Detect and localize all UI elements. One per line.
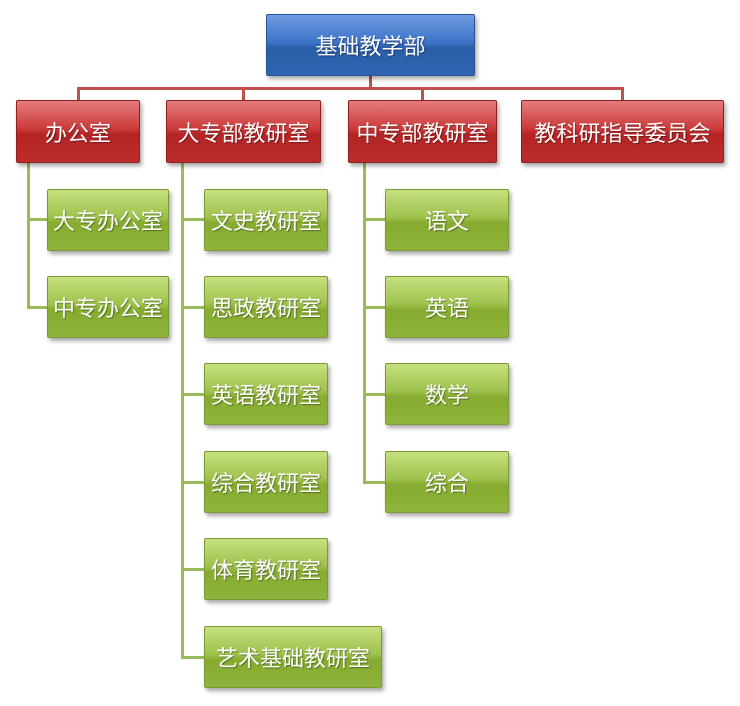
connector-horizontal: [77, 87, 624, 90]
connector-col2-h4: [181, 481, 205, 484]
unit-node[interactable]: 大专办公室: [47, 189, 169, 251]
unit-label: 英语教研室: [210, 384, 321, 409]
dept-research-committee[interactable]: 教科研指导委员会: [521, 100, 724, 163]
connector-dept-3: [421, 87, 424, 101]
connector-col3-h3: [363, 393, 386, 396]
unit-label: 综合教研室: [210, 472, 321, 497]
unit-node[interactable]: 体育教研室: [204, 538, 328, 600]
root-label: 基础教学部: [315, 35, 426, 60]
dept-secondary[interactable]: 中专部教研室: [348, 100, 497, 163]
unit-node[interactable]: 文史教研室: [204, 189, 328, 251]
unit-label: 综合: [424, 472, 469, 497]
unit-node[interactable]: 思政教研室: [204, 276, 328, 338]
dept-label: 办公室: [44, 121, 111, 147]
connector-dept-2: [242, 87, 245, 101]
connector-dept-1: [77, 87, 80, 101]
connector-col3-h2: [363, 306, 386, 309]
dept-label: 大专部教研室: [177, 121, 310, 147]
dept-label: 中专部教研室: [356, 121, 489, 147]
connector-col2-h2: [181, 306, 205, 309]
connector-col1-h2: [27, 306, 48, 309]
unit-label: 英语: [424, 297, 469, 322]
unit-node[interactable]: 语文: [385, 189, 509, 251]
connector-dept-4: [621, 87, 624, 101]
root-node[interactable]: 基础教学部: [266, 14, 475, 76]
connector-root-down: [369, 75, 372, 89]
unit-node[interactable]: 英语教研室: [204, 363, 328, 425]
connector-col2: [181, 162, 184, 659]
dept-college[interactable]: 大专部教研室: [166, 100, 321, 163]
connector-col2-h1: [181, 218, 205, 221]
connector-col1: [27, 162, 30, 308]
unit-node[interactable]: 综合教研室: [204, 451, 328, 513]
connector-col3-h4: [363, 481, 386, 484]
unit-label: 艺术基础教研室: [215, 647, 370, 672]
unit-node[interactable]: 数学: [385, 363, 509, 425]
connector-col2-h5: [181, 568, 205, 571]
unit-label: 文史教研室: [210, 210, 321, 235]
dept-office[interactable]: 办公室: [16, 100, 140, 163]
unit-node[interactable]: 艺术基础教研室: [204, 626, 382, 688]
unit-node[interactable]: 英语: [385, 276, 509, 338]
connector-col2-h3: [181, 393, 205, 396]
connector-col1-h1: [27, 218, 48, 221]
connector-col3: [363, 162, 366, 484]
unit-node[interactable]: 中专办公室: [47, 276, 169, 338]
connector-col2-h6: [181, 656, 205, 659]
unit-label: 语文: [424, 210, 469, 235]
unit-label: 中专办公室: [52, 297, 163, 322]
unit-label: 体育教研室: [210, 559, 321, 584]
unit-node[interactable]: 综合: [385, 451, 509, 513]
connector-col3-h1: [363, 218, 386, 221]
dept-label: 教科研指导委员会: [534, 121, 711, 147]
unit-label: 数学: [424, 384, 469, 409]
unit-label: 大专办公室: [52, 210, 163, 235]
unit-label: 思政教研室: [210, 297, 321, 322]
